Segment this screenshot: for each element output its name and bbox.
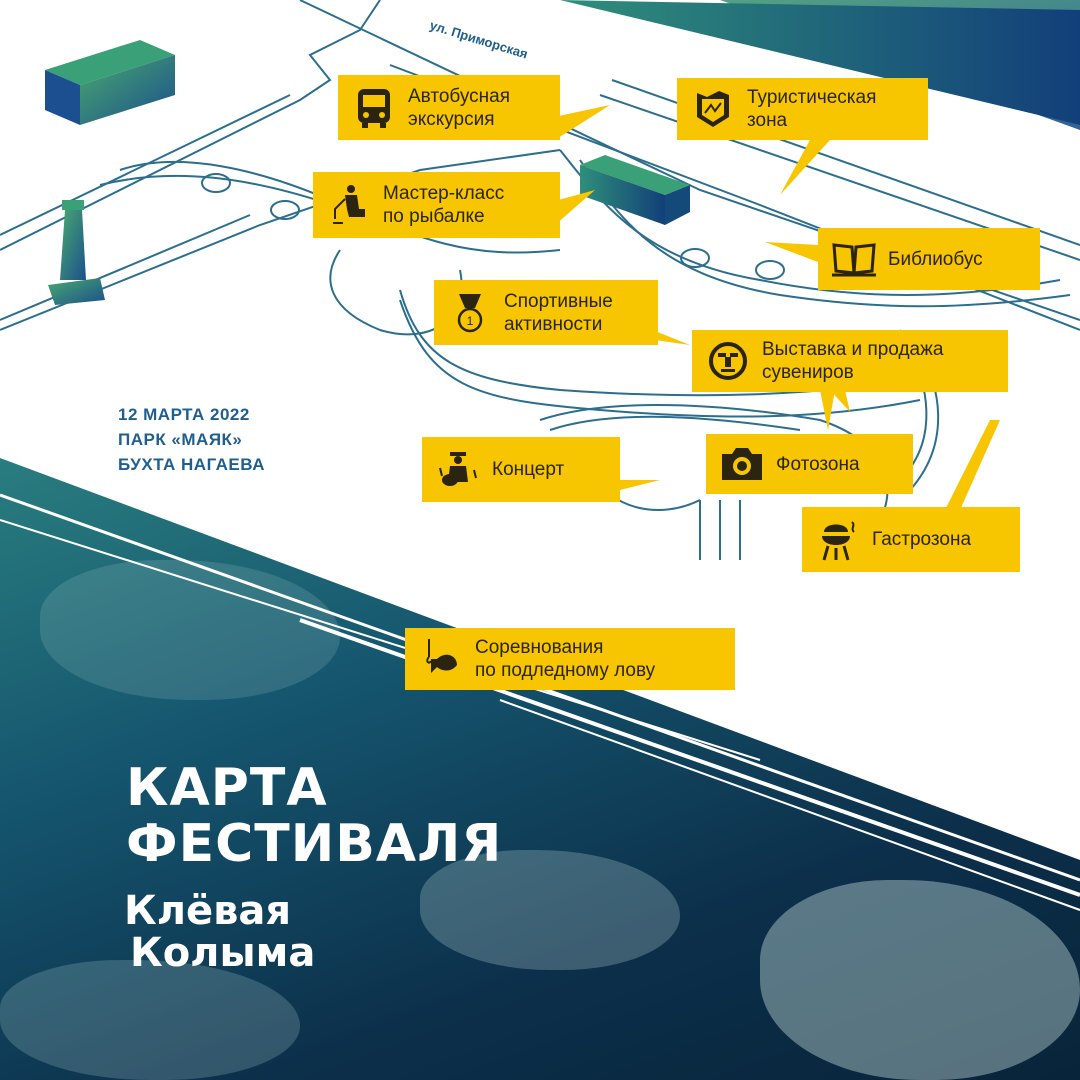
event-info: 12 МАРТА 2022 ПАРК «МАЯК» БУХТА НАГАЕВА xyxy=(118,402,265,477)
label-photo-zone[interactable]: Фотозона xyxy=(706,434,913,494)
mask-icon xyxy=(706,339,750,383)
logo-line-2: Колыма xyxy=(130,930,316,976)
logo-line-1: Клёвая xyxy=(124,888,292,934)
label-text: Гастрозона xyxy=(872,529,972,550)
label-text: сувениров xyxy=(762,362,854,383)
label-text: Соревнования xyxy=(475,637,604,658)
label-text: зона xyxy=(747,110,788,131)
label-text: по рыбалке xyxy=(383,206,485,227)
map-shield-icon xyxy=(691,87,735,131)
label-text: Выставка и продажа xyxy=(762,339,944,360)
medal-icon: 1 xyxy=(448,291,492,335)
label-concert[interactable]: Концерт xyxy=(422,437,620,502)
festival-logo: Клёвая Колыма xyxy=(124,890,315,974)
label-text: Спортивные xyxy=(504,290,613,312)
building-left xyxy=(45,40,175,125)
label-text: по подледному лову xyxy=(475,660,656,681)
label-text: активности xyxy=(504,313,603,335)
book-icon xyxy=(832,237,876,281)
label-gastro-zone[interactable]: Гастрозона xyxy=(802,507,1020,572)
fisherman-icon xyxy=(327,183,371,227)
label-text: Автобусная xyxy=(408,85,511,107)
label-text: Мастер-класс xyxy=(383,183,505,204)
building-center xyxy=(580,155,690,225)
page-title: КАРТА ФЕСТИВАЛЯ xyxy=(126,760,502,872)
guitarist-icon xyxy=(436,448,480,492)
svg-text:1: 1 xyxy=(467,314,474,328)
title-line-2: ФЕСТИВАЛЯ xyxy=(126,814,503,874)
label-text: Концерт xyxy=(492,459,565,480)
building-long-top xyxy=(470,0,1080,130)
event-place: ПАРК «МАЯК» xyxy=(118,430,243,449)
label-text: Библиобус xyxy=(888,248,983,270)
label-library-bus[interactable]: Библиобус xyxy=(818,228,1040,290)
camera-icon xyxy=(720,442,764,486)
title-line-1: КАРТА xyxy=(126,758,328,818)
event-date: 12 МАРТА 2022 xyxy=(118,405,250,424)
bus-icon xyxy=(352,86,396,130)
label-text: экскурсия xyxy=(408,108,495,130)
grill-icon xyxy=(816,518,860,562)
lighthouse-monument xyxy=(48,200,105,305)
event-bay: БУХТА НАГАЕВА xyxy=(118,455,265,474)
label-text: Туристическая xyxy=(747,87,877,108)
ice-fishing-icon xyxy=(419,637,463,681)
label-text: Фотозона xyxy=(776,453,860,475)
